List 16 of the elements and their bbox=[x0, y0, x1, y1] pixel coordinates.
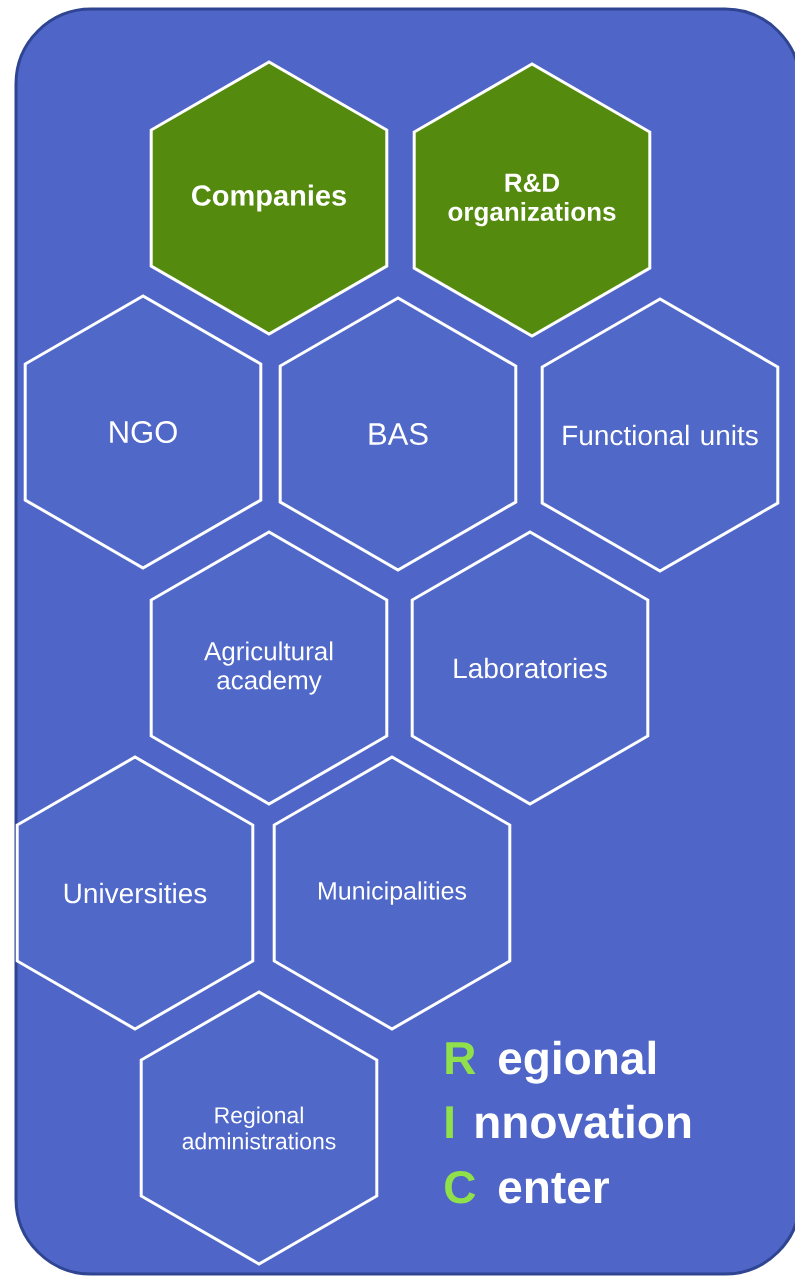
title-word: enter bbox=[499, 1173, 609, 1204]
title-word: nnovation bbox=[476, 1104, 691, 1139]
hexagon: R&D organizations bbox=[412, 62, 652, 338]
hexagon: Functional units bbox=[540, 297, 780, 573]
hexagon: BAS bbox=[278, 296, 518, 572]
hexagon: Municipalities bbox=[272, 755, 512, 1031]
title-word: egional bbox=[499, 1040, 655, 1084]
hexagon: NGO bbox=[23, 294, 263, 570]
hexagon: Regional administrations bbox=[139, 990, 379, 1266]
hexagon: Universities bbox=[15, 755, 255, 1031]
initial-letter: R bbox=[446, 1042, 476, 1074]
hexagon: Agricultural academy bbox=[149, 530, 389, 806]
hexagon: Companies bbox=[149, 60, 389, 336]
hexagon: Laboratories bbox=[410, 530, 650, 806]
initial-letter: I bbox=[446, 1106, 453, 1138]
initial-letter: C bbox=[445, 1170, 476, 1204]
